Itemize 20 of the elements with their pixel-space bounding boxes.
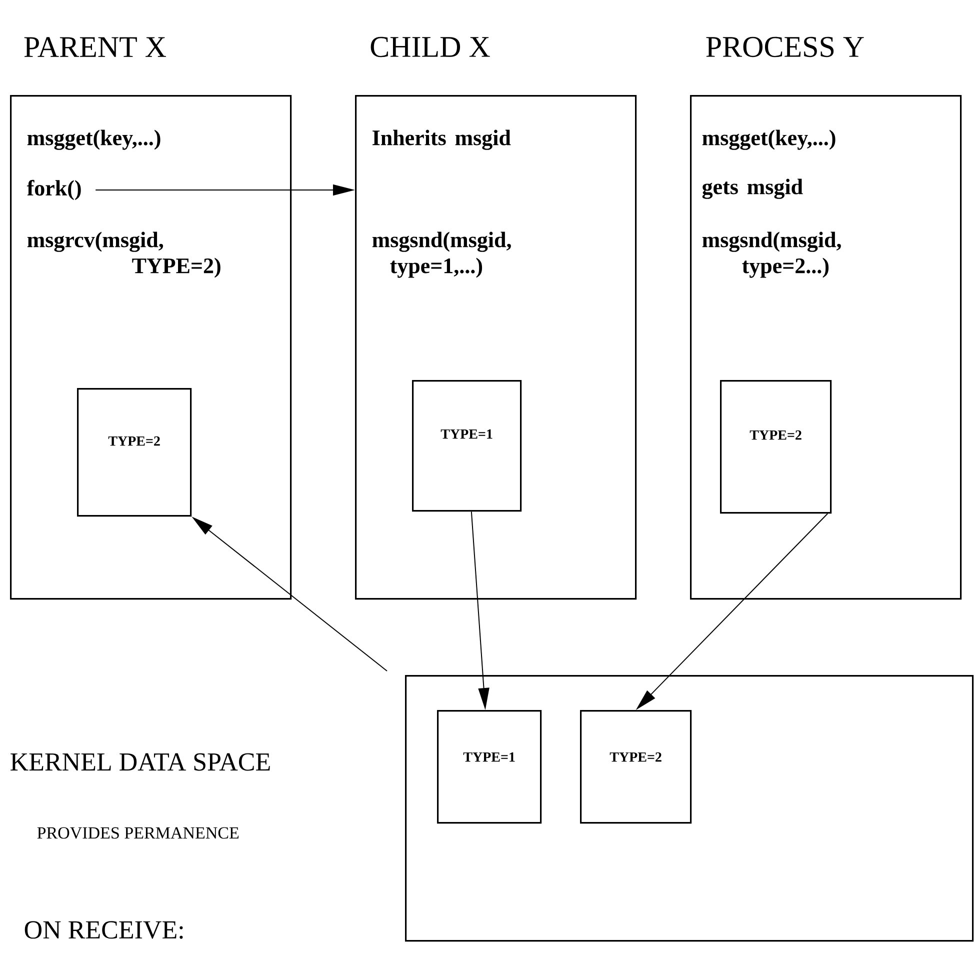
message-box: TYPE=2 (720, 380, 832, 514)
process-heading: PROCESS Y (706, 36, 864, 58)
receive-label: ON RECEIVE: (24, 921, 183, 939)
code-text: fork() (26, 180, 81, 200)
kernel-note: PROVIDES PERMANENCE (37, 827, 239, 839)
kernel-box (405, 675, 974, 942)
process-heading: CHILD X (370, 36, 490, 58)
code-text: msgsnd(msgid, type=2...) (702, 232, 841, 278)
code-text: Inherits msgid (372, 130, 511, 150)
code-text: gets msgid (702, 178, 803, 199)
process-heading: PARENT X (24, 37, 166, 57)
code-text: msgsnd(msgid, type=1,...) (372, 232, 511, 278)
kernel-label: KERNEL DATA SPACE (10, 753, 270, 771)
message-box: TYPE=2 (580, 710, 692, 824)
code-text: msgget(key,...) (27, 130, 160, 150)
code-text: msgrcv(msgid, TYPE=2) (27, 232, 220, 278)
message-box: TYPE=1 (412, 380, 522, 512)
code-text: msgget(key,...) (702, 130, 836, 150)
message-box: TYPE=2 (77, 388, 192, 517)
message-box: TYPE=1 (437, 710, 542, 824)
